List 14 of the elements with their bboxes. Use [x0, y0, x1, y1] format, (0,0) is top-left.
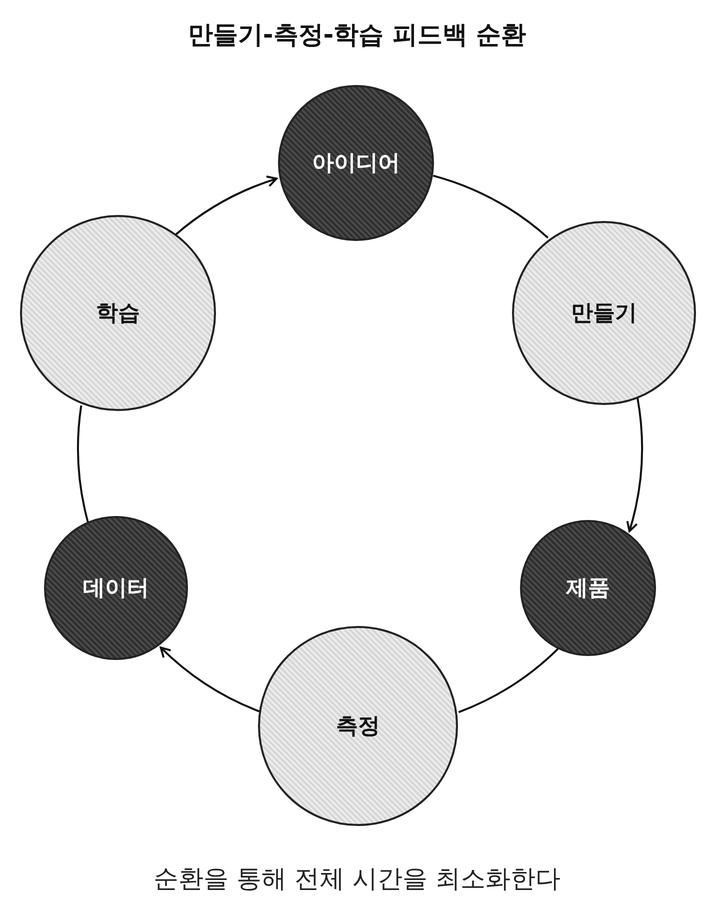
- node-label: 만들기: [571, 300, 637, 328]
- arrow: [160, 646, 261, 713]
- connector-line: [77, 405, 89, 522]
- caption: 순환을 통해 전체 시간을 최소화한다: [152, 863, 562, 895]
- node-label: 측정: [336, 713, 380, 741]
- node-label: 제품: [566, 575, 610, 603]
- connector-line: [432, 174, 549, 238]
- node-label: 데이터: [83, 575, 149, 603]
- arrow: [174, 176, 278, 236]
- arrow: [626, 398, 642, 532]
- node-label: 학습: [96, 300, 140, 328]
- diagram-title: 만들기-측정-학습 피드백 순환: [186, 19, 528, 51]
- node-label: 아이디어: [312, 150, 400, 178]
- connector-line: [458, 648, 559, 714]
